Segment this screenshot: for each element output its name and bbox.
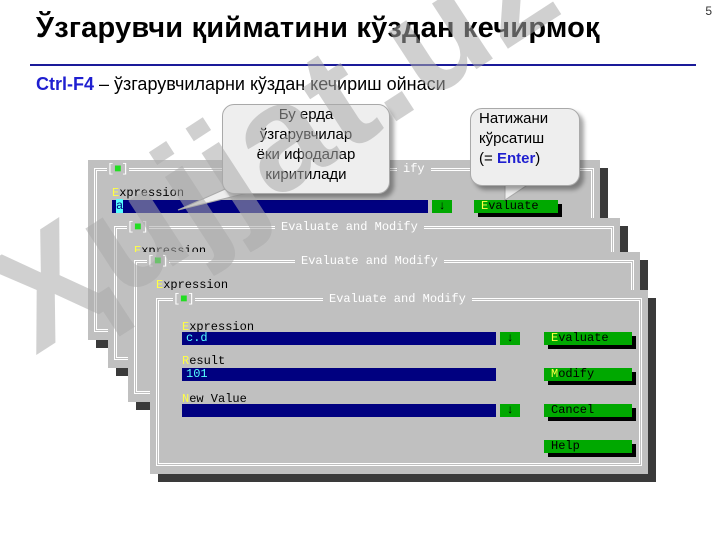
- evaluate-hint-callout: Натижани кўрсатиш (= Enter): [470, 108, 580, 186]
- evaluate-button[interactable]: Evaluate: [474, 200, 558, 213]
- close-box[interactable]: [■]: [107, 162, 129, 176]
- input-hint-callout: Бу ерда ўзгарувчилар ёки ифодалар кирити…: [222, 104, 390, 194]
- title-divider: [30, 64, 696, 66]
- close-box[interactable]: [■]: [127, 220, 149, 234]
- close-box[interactable]: [■]: [173, 292, 195, 306]
- result-label: Result: [182, 354, 226, 368]
- expression-label: Expression: [156, 278, 229, 292]
- help-button[interactable]: Help: [544, 440, 632, 453]
- slide-number: 5: [705, 4, 712, 18]
- evaluate-button[interactable]: Evaluate: [544, 332, 632, 345]
- evaluate-window-4[interactable]: [■] Evaluate and Modify Expression c.d ↓…: [150, 290, 648, 474]
- new-value-input[interactable]: [182, 404, 496, 417]
- history-arrow-button[interactable]: ↓: [500, 404, 520, 417]
- result-field[interactable]: 101: [182, 368, 496, 381]
- page-title: Ўзгарувчи қийматини кўздан кечирмоқ: [36, 12, 600, 44]
- window-frame: [■] Evaluate and Modify: [156, 292, 642, 466]
- shortcut-key: Ctrl-F4: [36, 74, 94, 94]
- expression-label: Expression: [112, 186, 185, 200]
- subtitle-text: – ўзгарувчиларни кўздан кечириш ойнаси: [94, 74, 446, 94]
- expression-label: Expression: [182, 320, 255, 334]
- history-arrow-button[interactable]: ↓: [432, 200, 452, 213]
- close-box[interactable]: [■]: [147, 254, 169, 268]
- window-title-partial: ify: [397, 162, 431, 176]
- window-title: Evaluate and Modify: [323, 292, 472, 306]
- expression-input[interactable]: c.d: [182, 332, 496, 345]
- history-arrow-button[interactable]: ↓: [500, 332, 520, 345]
- window-title: Evaluate and Modify: [275, 220, 424, 234]
- window-title: Evaluate and Modify: [295, 254, 444, 268]
- new-value-label: New Value: [182, 392, 247, 406]
- page-subtitle: Ctrl-F4 – ўзгарувчиларни кўздан кечириш …: [36, 74, 446, 95]
- cancel-button[interactable]: Cancel: [544, 404, 632, 417]
- expression-input[interactable]: a: [112, 199, 428, 213]
- modify-button[interactable]: Modify: [544, 368, 632, 381]
